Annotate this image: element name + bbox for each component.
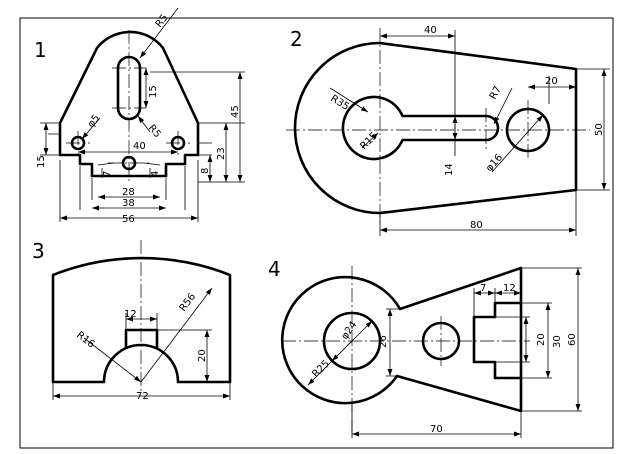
figure-4-extension-lines [351,267,582,438]
figure-1-dim-8-label: 8 [200,168,211,174]
figure-1-dim-28-label: 28 [122,187,135,198]
figure-1-dim-38-label: 38 [122,198,135,209]
figure-3-dim-72-label: 72 [136,391,149,402]
figure-1-dim-7-label: 7 [102,171,113,177]
figure-3-number: 3 [32,239,45,263]
figure-1-dim-r5-mid-label: R5 [146,123,163,140]
figure-4-dim-70-label: 70 [430,424,443,435]
figure-2-leader-phi16 [491,114,544,173]
figure-1-dim-56-label: 56 [122,214,135,225]
figure-1-dim-45-label: 45 [230,105,241,118]
figure-1-dim-15-slot-label: 15 [148,85,159,98]
figure-2-centerlines [286,28,590,225]
figure-1-leader-r5-mid [137,115,151,133]
figure-2-number: 2 [290,27,303,51]
figure-3-dim-20-label: 20 [197,349,208,362]
figure-4-centerlines [282,266,530,432]
figure-3-dim-12-label: 12 [124,309,137,320]
figure-3-notch [124,328,159,349]
figure-4-outline [280,266,523,413]
figure-3-leader-r56 [140,287,213,383]
figure-4-leader-r25 [307,340,353,386]
figure-3: 3 12 R56 R16 20 72 [32,239,232,402]
figure-1-dim-4-label: 4 [150,171,161,177]
figure-2-leader-r15 [361,132,379,149]
figure-4-dim-20-label: 20 [536,333,547,346]
figure-2-dim-20-label: 20 [545,76,558,87]
figure-2-keyhole [341,95,500,161]
figure-4-dim-7-label: 7 [480,283,486,294]
figure-4-dim-r25-label: R25 [310,358,332,380]
figure-4-dim-12-label: 12 [503,283,516,294]
figure-2-outline [293,41,578,215]
figure-1-dim-15-left-label: 15 [36,155,47,168]
figure-4-dim-30-label: 30 [552,335,563,348]
figure-3-leader-r16 [83,337,142,383]
figure-3-dim-r16-label: R16 [74,330,96,351]
figure-2-dim-r7-label: R7 [488,84,504,101]
figure-4: 4 7 12 φ24 26 20 30 60 R25 70 [268,257,582,438]
figure-1-dim-7-4 [101,168,151,178]
figure-1-leader-phi5 [81,117,101,140]
figure-4-dim-60-label: 60 [567,333,578,346]
figure-2-dim-50-label: 50 [594,123,605,136]
figure-2-extension-lines [379,30,610,236]
figure-2-dim-40-label: 40 [424,25,437,36]
figure-1-number: 1 [34,38,47,62]
figure-1-leader-r5-top [139,7,179,59]
figure-4-dim-26-label: 26 [378,335,389,348]
figure-1: 1 R5 15 φ5 R5 40 45 [34,7,245,225]
figure-3-extension-lines [52,313,231,400]
figure-4-dim-phi24-label: φ24 [339,320,359,342]
figure-2-dim-80-label: 80 [470,220,483,231]
figure-1-extension-lines [40,71,245,222]
figure-2: 2 40 20 R35 R7 50 R15 14 φ16 80 [286,25,610,236]
figure-2-leader-r35 [329,87,369,113]
figure-2-dim-14-label: 14 [444,163,455,176]
figure-2-leader-r7 [493,87,513,125]
figure-4-number: 4 [268,257,281,281]
figure-1-dim-40-label: 40 [133,141,146,152]
figure-4-stepped-cut [472,301,523,380]
figure-3-outline [51,256,232,384]
drawing-frame [19,17,614,449]
figure-1-centerlines [66,30,190,182]
figure-1-outline [58,30,200,178]
figure-1-dim-phi5-label: φ5 [86,113,103,130]
figure-1-dim-23-label: 23 [216,147,227,160]
figure-2-dim-phi16-label: φ16 [484,152,505,174]
figure-1-dim-r5-top-label: R5 [154,13,171,30]
